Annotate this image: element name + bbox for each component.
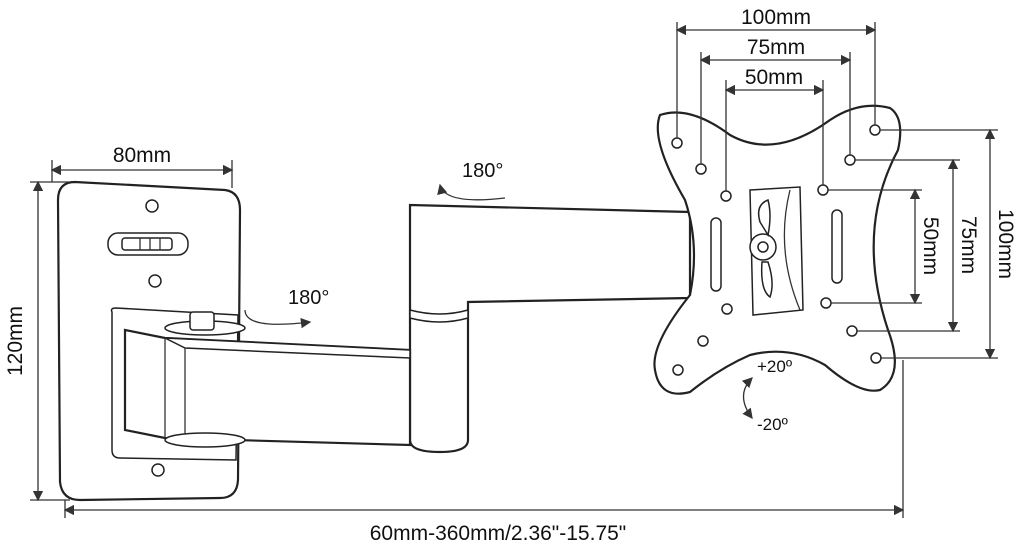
dim-75mm-right: 75mm xyxy=(957,216,980,274)
rotation-indicators: 180° 180° +20º -20º xyxy=(244,160,792,434)
wall-plate-dimensions: 80mm 120mm xyxy=(4,144,234,502)
arm xyxy=(123,203,692,454)
dim-50mm-top: 50mm xyxy=(745,66,803,89)
extension-dimension: 60mm-360mm/2.36"-15.75" xyxy=(63,360,905,545)
dim-100mm-top: 100mm xyxy=(741,6,811,29)
vesa-top-dimensions: 100mm 75mm 50mm xyxy=(675,6,877,191)
swivel-lower-label: 180° xyxy=(288,287,329,309)
dim-50mm-right: 50mm xyxy=(919,217,942,275)
mount-holes xyxy=(671,124,882,376)
dim-80mm: 80mm xyxy=(113,144,171,167)
dim-100mm-right: 100mm xyxy=(994,209,1017,279)
extension-label: 60mm-360mm/2.36"-15.75" xyxy=(370,522,627,545)
tilt-up-label: +20º xyxy=(757,357,792,376)
dim-120mm: 120mm xyxy=(4,306,27,376)
tilt-down-label: -20º xyxy=(757,415,788,434)
dim-75mm-top: 75mm xyxy=(747,36,805,59)
swivel-upper-label: 180° xyxy=(462,160,503,182)
vesa-right-dimensions: 50mm 75mm 100mm xyxy=(828,128,1017,360)
vesa-plate xyxy=(653,104,902,395)
